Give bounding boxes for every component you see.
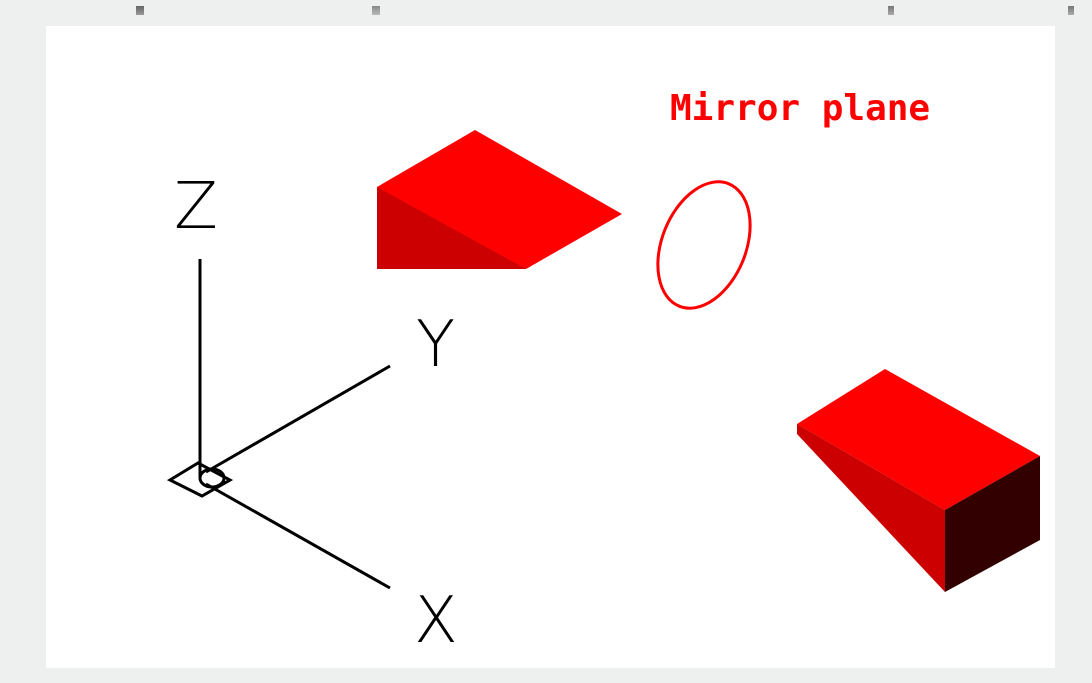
- x-axis-line: [205, 482, 391, 590]
- mirror-plane-label: Mirror plane: [670, 88, 930, 129]
- drawing-viewport[interactable]: Mirror plane Z Y X: [46, 26, 1055, 668]
- block-dark-face: [945, 456, 1040, 592]
- ruler-tick: [372, 6, 380, 15]
- wedge-side-face: [377, 187, 526, 269]
- block-solid[interactable]: [797, 369, 1040, 592]
- x-axis-label: X: [414, 584, 458, 658]
- y-axis-line: [205, 364, 391, 474]
- ucs-origin-circle: [198, 467, 226, 489]
- block-side-face: [797, 424, 945, 592]
- mirror-plane-ellipse[interactable]: [640, 168, 767, 322]
- ruler-tick: [136, 6, 144, 15]
- block-top-face: [797, 369, 1040, 510]
- scene-canvas[interactable]: Mirror plane Z Y X: [46, 26, 1055, 668]
- ruler-tick: [1068, 6, 1074, 15]
- ucs-axis-icon: Z Y X: [166, 170, 458, 658]
- ruler-tick: [888, 6, 894, 15]
- y-axis-label: Y: [416, 308, 455, 382]
- ucs-origin-box: [166, 461, 234, 498]
- wedge-solid[interactable]: [377, 130, 622, 269]
- z-axis-label: Z: [174, 170, 218, 244]
